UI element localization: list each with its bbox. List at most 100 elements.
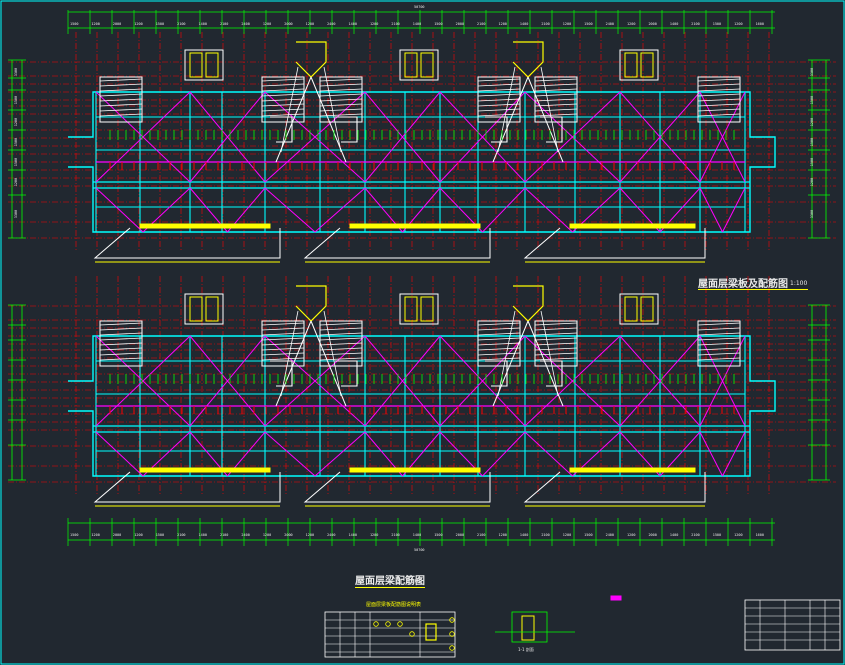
beam-diagonal bbox=[699, 431, 723, 477]
core-inner bbox=[189, 296, 203, 322]
side-dim-label-right: 1500 bbox=[810, 95, 815, 105]
dim-label: 1400 bbox=[198, 533, 207, 537]
lower-plan-scale: 1:100 bbox=[405, 578, 423, 585]
stair-tread bbox=[477, 108, 521, 112]
stair-tread bbox=[261, 337, 305, 341]
core-inner bbox=[420, 52, 434, 78]
stair-tread bbox=[697, 332, 741, 336]
stair-tread bbox=[261, 93, 305, 97]
beam-diagonal bbox=[524, 431, 573, 477]
beam-diagonal bbox=[264, 91, 366, 183]
section-frame bbox=[511, 611, 548, 643]
beam-diagonal bbox=[722, 431, 746, 477]
stair-tread bbox=[697, 88, 741, 92]
stair-tread bbox=[477, 88, 521, 92]
upper-plan-scale: 1:100 bbox=[790, 280, 808, 287]
balcony-slab bbox=[139, 467, 271, 473]
rebar-circle bbox=[373, 621, 379, 627]
stair-tread bbox=[477, 337, 521, 341]
side-dim-label-right: 1500 bbox=[810, 137, 815, 147]
stair-tread bbox=[261, 322, 305, 326]
stair-tread bbox=[261, 88, 305, 92]
dim-label: 2100 bbox=[177, 533, 186, 537]
core-box bbox=[184, 49, 224, 81]
stair-tread bbox=[697, 322, 741, 326]
side-dim-label-left: 3300 bbox=[14, 67, 19, 77]
stair-landing bbox=[270, 360, 293, 387]
beam-diagonal bbox=[699, 335, 746, 427]
side-dim-label-right: 1200 bbox=[810, 177, 815, 187]
side-dim-label-left: 1500 bbox=[14, 95, 19, 105]
dim-label: 1200 bbox=[498, 22, 507, 26]
dim-label: 1200 bbox=[498, 533, 507, 537]
stair-tread bbox=[99, 357, 143, 361]
stair-tread bbox=[477, 98, 521, 102]
building-outline bbox=[68, 335, 776, 477]
beam-diagonal bbox=[95, 187, 144, 233]
stair-tread bbox=[697, 83, 741, 87]
balcony-slab bbox=[349, 223, 481, 229]
core-diagonal bbox=[280, 66, 299, 153]
dim-label: 1200 bbox=[262, 22, 272, 26]
core-box bbox=[619, 49, 659, 81]
core-inner bbox=[205, 52, 219, 78]
dim-label: 1200 bbox=[262, 533, 272, 537]
upper-title-underline bbox=[698, 289, 808, 290]
stair-tread bbox=[534, 342, 578, 346]
dim-label: 2100 bbox=[177, 22, 186, 26]
stair-tread bbox=[534, 88, 578, 92]
dim-label: 2000 bbox=[648, 22, 657, 26]
side-dim-label-right: 1500 bbox=[810, 157, 815, 167]
dim-label: 2100 bbox=[477, 22, 486, 26]
stair-tread bbox=[477, 83, 521, 87]
stair-core bbox=[512, 41, 544, 78]
dim-label: 2100 bbox=[477, 533, 486, 537]
core-diagonal bbox=[497, 310, 516, 397]
balcony-outline bbox=[303, 227, 491, 259]
dim-label: 1200 bbox=[305, 533, 315, 537]
dim-label: 1400 bbox=[519, 533, 529, 537]
beam-diagonal bbox=[524, 187, 573, 233]
stair-tread bbox=[534, 78, 578, 82]
stair-landing bbox=[540, 116, 563, 143]
dim-label: 1400 bbox=[348, 533, 357, 537]
dim-label: 1500 bbox=[584, 533, 593, 537]
core-inner bbox=[624, 296, 638, 322]
stair-tread bbox=[99, 103, 143, 107]
dim-label: 2100 bbox=[219, 22, 229, 26]
rebar-circle bbox=[449, 617, 455, 623]
stair-tread bbox=[534, 332, 578, 336]
dim-label: 2100 bbox=[391, 533, 400, 537]
stair-tread bbox=[261, 327, 305, 331]
stair-tread bbox=[261, 78, 305, 82]
section-core bbox=[521, 615, 535, 641]
rebar-circle bbox=[449, 645, 455, 651]
core-inner bbox=[189, 52, 203, 78]
rebar-circle bbox=[397, 621, 403, 627]
stair-tread bbox=[697, 327, 741, 331]
balcony-slab bbox=[139, 223, 271, 229]
stair-block bbox=[534, 320, 578, 367]
stair-tread bbox=[534, 93, 578, 97]
dim-label: 1200 bbox=[734, 22, 743, 26]
stair-tread bbox=[99, 93, 143, 97]
dim-label: 2400 bbox=[605, 22, 615, 26]
stair-block bbox=[534, 76, 578, 123]
core-diagonal bbox=[540, 310, 559, 397]
stair-tread bbox=[99, 108, 143, 112]
beam-diagonal bbox=[524, 91, 621, 183]
stair-tread bbox=[319, 88, 363, 92]
stair-tread bbox=[534, 83, 578, 87]
balcony-outline bbox=[303, 471, 491, 503]
stair-block bbox=[697, 76, 741, 123]
dim-label: 2000 bbox=[648, 533, 657, 537]
stair-tread bbox=[697, 342, 741, 346]
stair-tread bbox=[261, 357, 305, 361]
dim-label: 1200 bbox=[91, 533, 100, 537]
beam-diagonal bbox=[699, 187, 723, 233]
core-inner bbox=[205, 296, 219, 322]
dim-label: 1200 bbox=[369, 533, 379, 537]
dim-label: 1200 bbox=[134, 533, 143, 537]
